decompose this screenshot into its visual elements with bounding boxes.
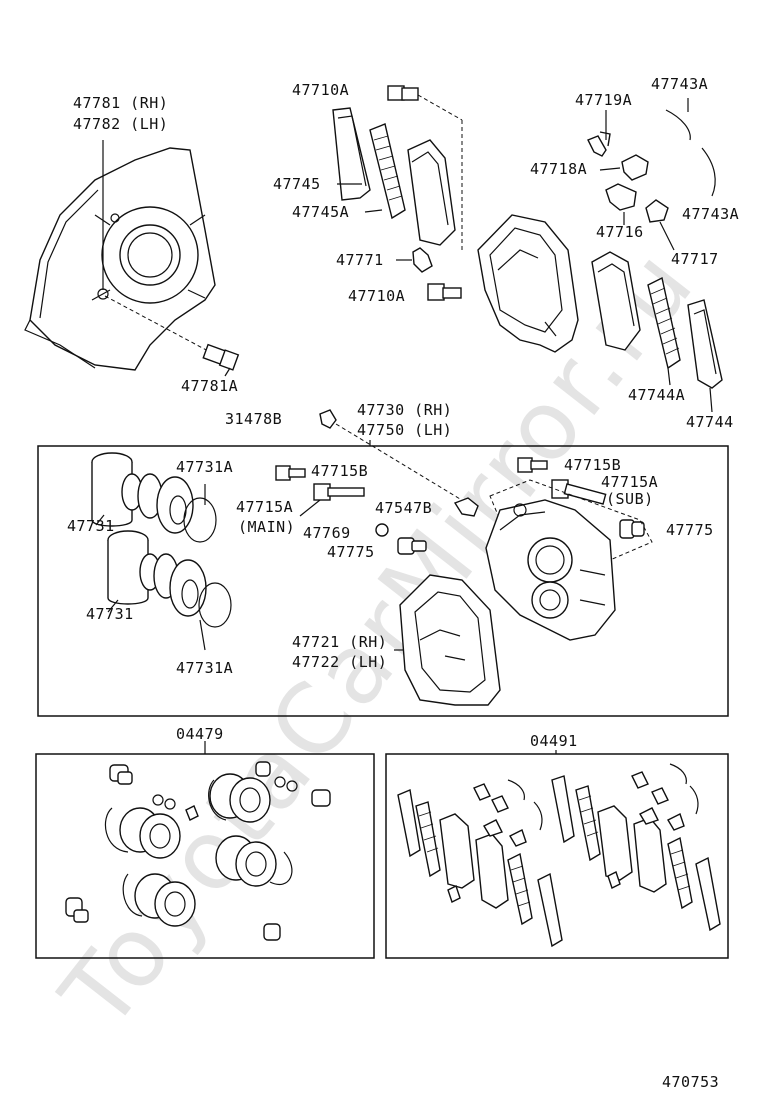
label-47743A-right: 47743A [682,205,740,223]
label-04491: 04491 [530,732,578,750]
label-47731A-top: 47731A [176,458,234,476]
label-47715A-main: 47715A [236,498,294,516]
label-47781: 47781 (RH) [73,94,169,112]
clip-47716 [605,183,637,211]
pad-kit-parts [397,763,721,948]
seal-kit-parts [65,761,331,941]
label-47744A: 47744A [628,386,686,404]
label-47731-bot: 47731 [86,605,134,623]
shim-47744A [647,276,681,370]
caliper-body [485,499,616,641]
label-47769: 47769 [303,524,351,542]
shim-47744 [687,299,723,389]
spring-47743A-top [665,109,691,141]
clip-47719A [587,131,611,157]
label-47715A-sub: 47715A [601,473,659,491]
label-47771: 47771 [336,251,384,269]
label-47745: 47745 [273,175,321,193]
bolt-47715B-left [275,465,306,481]
cap-31478B [319,409,337,429]
label-47710A-mid: 47710A [348,287,406,305]
label-47775-right: 47775 [666,521,714,539]
pad-kit-box [385,753,729,959]
label-47717: 47717 [671,250,719,268]
caliper-mounting-upper [477,214,579,353]
mounting-bracket-47721 [399,574,501,706]
brake-pad-rear [591,251,641,351]
label-47715B-left: 47715B [311,462,369,480]
label-47731A-bot: 47731A [176,659,234,677]
label-47744: 47744 [686,413,734,431]
label-47547B: 47547B [375,499,433,517]
label-47722: 47722 (LH) [292,653,388,671]
boot-47775-right [619,519,645,539]
bolt-47781A [202,343,240,371]
boot-47775-left [397,537,427,555]
shim-47745A [369,123,406,220]
clip-47718A [621,154,649,181]
pin-47715A-main [313,483,365,501]
bolt-47710A-top [387,85,419,101]
piston-47731-upper [91,452,217,543]
bushing-47769 [375,523,389,537]
label-47781A: 47781A [181,377,239,395]
shim-47745 [332,107,371,201]
label-04479: 04479 [176,725,224,743]
label-47715B-right: 47715B [564,456,622,474]
label-47745A: 47745A [292,203,350,221]
clip-47717 [645,199,669,223]
bolt-47715B-right [517,457,548,473]
label-47730: 47730 (RH) [357,401,453,419]
brake-pad-front [407,139,456,246]
bleeder-47547B [453,497,479,517]
label-47750: 47750 (LH) [357,421,453,439]
label-47718A: 47718A [530,160,588,178]
pin-47715A-sub [551,479,607,505]
piston-47731-lower [107,530,232,628]
seal-kit-box [35,753,375,959]
label-47782: 47782 (LH) [73,115,169,133]
clip-47771 [412,247,433,273]
label-main: (MAIN) [238,518,296,536]
label-47731-top: 47731 [67,517,115,535]
label-47710A-top: 47710A [292,81,350,99]
label-31478B: 31478B [225,410,283,428]
label-47719A: 47719A [575,91,633,109]
spring-47743A-right [701,147,716,197]
label-47721: 47721 (RH) [292,633,388,651]
label-sub: (SUB) [606,490,654,508]
label-47775-left: 47775 [327,543,375,561]
bolt-47710A-mid [427,283,462,301]
dust-shield [24,147,216,371]
caliper-assembly-box [37,445,729,717]
label-47743A-top: 47743A [651,75,709,93]
label-47716: 47716 [596,223,644,241]
diagram-number: 470753 [662,1073,720,1091]
